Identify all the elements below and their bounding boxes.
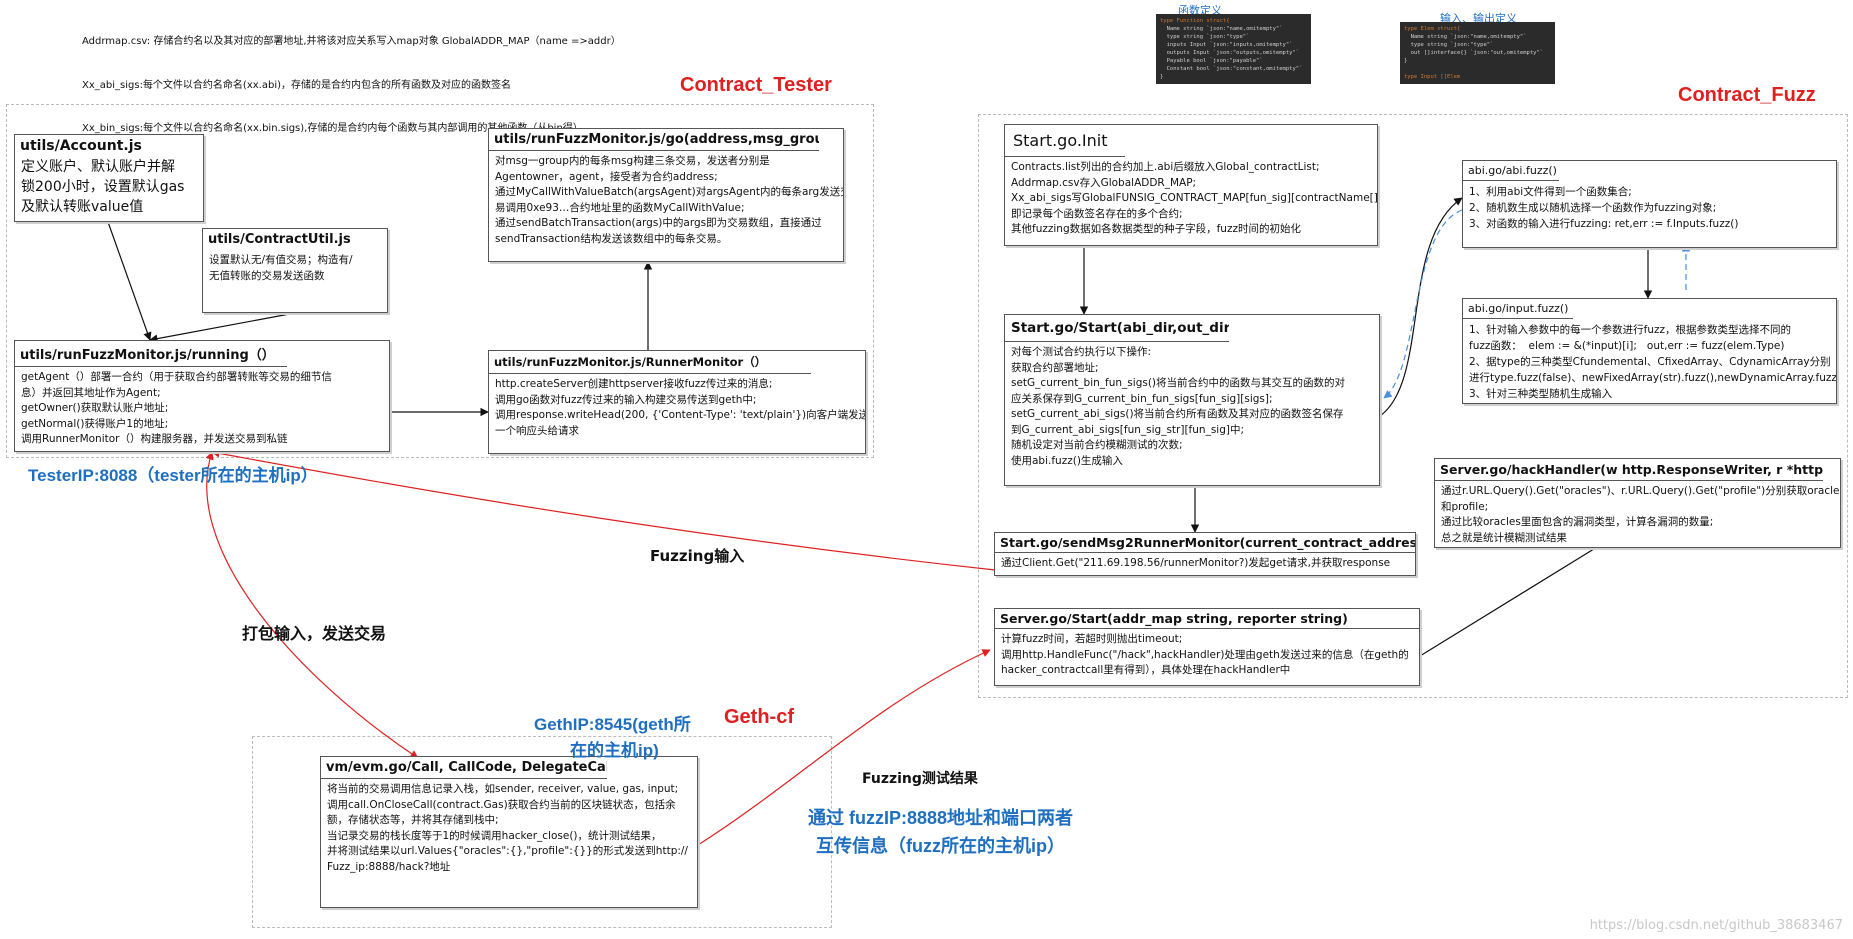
label-via-fuzz-1: 通过 fuzzIP:8888地址和端口两者 — [808, 808, 1074, 828]
box-input-fuzz: abi.go/input.fuzz() 1、针对输入参数中的每一个参数进行fuz… — [1462, 298, 1837, 404]
box-contractutil-title: utils/ContractUtil.js — [208, 232, 351, 247]
box-account: utils/Account.js 定义账户、默认账户并解 锁200小时，设置默认… — [14, 134, 204, 222]
box-account-title: utils/Account.js — [20, 138, 142, 154]
watermark: https://blog.csdn.net/github_38683467 — [1589, 918, 1843, 933]
code-line: Payable bool `json:"payable"` — [1160, 58, 1263, 64]
code-panel-title-elem: 输入、输出定义 — [1440, 12, 1517, 25]
code-line: type string `json:"type"` — [1160, 34, 1250, 40]
label-pack-send: 打包输入，发送交易 — [242, 624, 387, 643]
group-geth-cf — [252, 736, 832, 928]
box-evm-body: 将当前的交易调用信息记录入栈，如sender, receiver, value,… — [327, 783, 688, 873]
box-evm-title: vm/evm.go/Call, CallCode, DelegateCall — [321, 757, 607, 779]
code-panel-title-function: 函数定义 — [1178, 4, 1222, 17]
box-abi-fuzz-body: 1、利用abi文件得到一个函数集合; 2、随机数生成以随机选择一个函数作为fuz… — [1469, 186, 1739, 230]
box-init-title: Start.go.Init — [1005, 125, 1125, 157]
group-contract-fuzz — [978, 114, 1848, 698]
code-line: Name string `json:"name,omitempty"` — [1404, 34, 1527, 40]
box-sendmsg-body: 通过Client.Get("211.69.198.56/runnerMonito… — [1001, 557, 1391, 569]
box-account-body: 定义账户、默认账户并解 锁200小时，设置默认gas 及默认转账value值 — [21, 159, 185, 215]
box-hack-handler: Server.go/hackHandler(w http.ResponseWri… — [1434, 458, 1841, 548]
box-server-start-title: Server.go/Start(addr_map string, reporte… — [995, 609, 1419, 629]
box-rfm-runner: utils/runFuzzMonitor.js/RunnerMonitor（） … — [488, 350, 866, 454]
box-rfm-runner-title: utils/runFuzzMonitor.js/RunnerMonitor（） — [489, 351, 811, 374]
link-geth-fuzz-result — [697, 649, 991, 846]
code-panel-function: type Function struct{ Name string `json:… — [1156, 14, 1311, 84]
link-fuzzing-input — [211, 449, 996, 571]
box-abi-fuzz: abi.go/abi.fuzz() 1、利用abi文件得到一个函数集合; 2、随… — [1462, 160, 1837, 248]
group-contract-tester — [6, 104, 874, 458]
box-rfm-running: utils/runFuzzMonitor.js/running（） getAge… — [14, 340, 390, 452]
code-line: type Function struct{ — [1160, 18, 1230, 24]
box-contractutil: utils/ContractUtil.js 设置默认无/有值交易；构造有/ 无值… — [202, 228, 388, 313]
label-geth-ip-1: GethIP:8545(geth所 — [534, 715, 691, 734]
link-account-running — [107, 221, 152, 341]
code-line: inputs Input `json:"inputs,omitempty"` — [1160, 42, 1293, 48]
box-hack-handler-title: Server.go/hackHandler(w http.ResponseWri… — [1435, 459, 1823, 481]
box-server-start-body: 计算fuzz时间，若超时则抛出timeout; 调用http.HandleFun… — [1001, 633, 1409, 676]
code-line: type string `json:"type"` — [1404, 42, 1494, 48]
label-via-fuzz-2: 互传信息（fuzz所在的主机ip） — [816, 836, 1065, 856]
note-line: Xx_abi_sigs:每个文件以合约名命名(xx.abi)，存储的是合约内包含… — [82, 79, 512, 91]
note-line: Addrmap.csv: 存储合约名以及其对应的部署地址,并将该对应关系写入ma… — [82, 36, 621, 47]
link-server-hack — [1419, 535, 1616, 657]
code-line: Name string `json:"name,omitempty"` — [1160, 26, 1283, 32]
link-abifuzz-start-return — [1383, 209, 1463, 399]
box-contractutil-body: 设置默认无/有值交易；构造有/ 无值转账的交易发送函数 — [209, 254, 353, 282]
label-geth-ip-2: 在的主机ip) — [570, 741, 659, 760]
group-title-geth-cf: Geth-cf — [724, 706, 794, 728]
box-rfm-running-title: utils/runFuzzMonitor.js/running（） — [15, 341, 287, 367]
box-rfm-go-body: 对msg一group内的每条msg构建三条交易，发送者分别是 Agentowne… — [495, 155, 843, 245]
code-line: type Elem struct{ — [1404, 26, 1461, 32]
box-abi-fuzz-title: abi.go/abi.fuzz() — [1463, 161, 1559, 181]
box-init-body: Contracts.list列出的合约加上.abi后缀放入Global_cont… — [1011, 161, 1377, 235]
group-title-contract-fuzz: Contract_Fuzz — [1678, 84, 1816, 106]
note-line: Xx_bin_sigs:每个文件以合约名命名(xx.bin.sigs),存储的是… — [82, 123, 583, 134]
code-line: out []interface{} `json:"out,omitempty"` — [1404, 50, 1544, 56]
box-input-fuzz-title: abi.go/input.fuzz() — [1463, 299, 1573, 319]
box-evm: vm/evm.go/Call, CallCode, DelegateCall 将… — [320, 756, 698, 908]
box-rfm-go-title: utils/runFuzzMonitor.js/go(address,msg_g… — [489, 129, 819, 151]
label-tester-ip: TesterIP:8088（tester所在的主机ip） — [28, 466, 318, 485]
link-contractutil-running — [149, 312, 296, 343]
group-title-contract-tester: Contract_Tester — [680, 74, 832, 96]
box-hack-handler-body: 通过r.URL.Query().Get("oracles")、r.URL.Que… — [1441, 485, 1840, 544]
code-line: } — [1160, 74, 1164, 80]
code-line: } — [1404, 58, 1408, 64]
box-rfm-runner-body: http.createServer创建httpserver接收fuzz传过来的消… — [495, 378, 865, 437]
label-fuzzing-input: Fuzzing输入 — [650, 547, 745, 565]
box-start: Start.go/Start(abi_dir,out_dir) 对每个测试合约执… — [1004, 314, 1380, 486]
link-tester-geth — [205, 451, 419, 759]
code-line: Constant bool `json:"constant,omitempty"… — [1160, 66, 1303, 72]
box-rfm-go: utils/runFuzzMonitor.js/go(address,msg_g… — [488, 128, 844, 262]
box-start-title: Start.go/Start(abi_dir,out_dir) — [1005, 315, 1229, 342]
box-sendmsg: Start.go/sendMsg2RunnerMonitor(current_c… — [994, 532, 1416, 576]
box-server-start: Server.go/Start(addr_map string, reporte… — [994, 608, 1420, 686]
code-line: outputs Input `json:"outputs,omitempty"` — [1160, 50, 1300, 56]
link-start-abifuzz — [1379, 197, 1463, 417]
label-fuzz-result: Fuzzing测试结果 — [862, 771, 978, 787]
box-input-fuzz-body: 1、针对输入参数中的每一个参数进行fuzz，根据参数类型选择不同的 fuzz函数… — [1469, 324, 1836, 400]
box-rfm-running-body: getAgent（）部署一合约（用于获取合约部署转账等交易的细节信 息）并返回其… — [21, 371, 332, 445]
box-init: Start.go.Init Contracts.list列出的合约加上.abi后… — [1004, 124, 1378, 246]
box-sendmsg-title: Start.go/sendMsg2RunnerMonitor(current_c… — [995, 533, 1415, 553]
code-line: type Input []Elem — [1404, 74, 1461, 80]
box-start-body: 对每个测试合约执行以下操作: 获取合约部署地址; setG_current_bi… — [1011, 346, 1346, 467]
code-panel-elem: type Elem struct{ Name string `json:"nam… — [1400, 22, 1555, 84]
